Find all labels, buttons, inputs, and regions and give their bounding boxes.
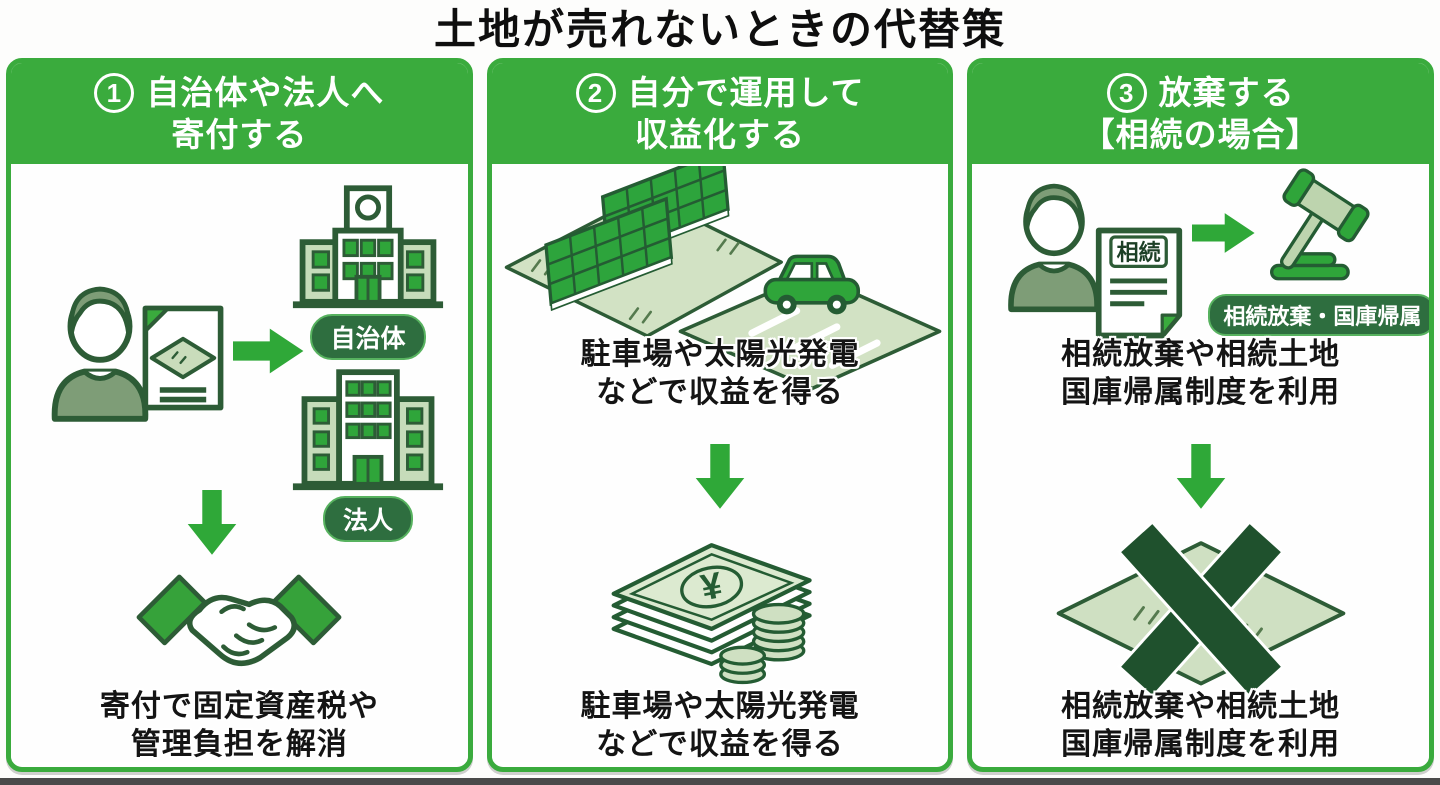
person-icon [998,172,1110,314]
circled-number-3: 3 [1106,72,1147,113]
panel-abandon-mid-caption: 相続放棄や相続土地 国庫帰属制度を利用 [972,336,1429,412]
corporation-badge-label: 法人 [322,496,413,542]
corporation-badge: 法人 [291,496,445,542]
panel-donate-title-line2: 寄付する [171,115,308,153]
panel-abandon-body: 相続 [972,164,1430,764]
arrow-down-icon [691,444,749,512]
arrow-right-icon [233,324,305,378]
renounce-badge-label: 相続放棄・国庫帰属 [1208,294,1430,336]
panel-monetize-title-line2: 収益化する [635,115,805,153]
panel-monetize-header: 2 自分で運用して 収益化する [491,63,949,164]
crossed-out-land-icon [1045,508,1357,708]
panel-donate-caption-line1: 寄付で固定資産税や [99,690,379,723]
page-title: 土地が売れないときの代替策 [433,6,1006,53]
parking-car-icon [676,242,944,394]
corporate-building-icon [291,364,445,492]
panel-monetize-mid-caption-line1: 駐車場や太陽光発電 [580,338,860,371]
panel-abandon-mid-caption-line2: 国庫帰属制度を利用 [1061,376,1341,409]
columns-container: 1 自治体や法人へ 寄付する [0,58,1440,772]
panel-donate: 1 自治体や法人へ 寄付する [6,58,473,772]
panel-monetize-caption-line1: 駐車場や太陽光発電 [580,690,860,723]
inheritance-doc-label: 相続 [1117,240,1161,265]
gavel-icon [1260,164,1418,292]
panel-abandon-caption-line2: 国庫帰属制度を利用 [1061,728,1341,761]
inheritance-document-icon: 相続 [1092,224,1186,342]
panel-monetize-caption-line2: などで収益を得る [596,728,844,761]
panel-donate-body: 自治体 [11,164,468,762]
arrow-down-icon [1172,444,1230,512]
bottom-edge-strip [0,778,1440,785]
municipality-badge: 自治体 [291,314,445,360]
panel-monetize-header-line2: 収益化する [635,115,805,155]
panel-monetize-mid-caption-line2: などで収益を得る [596,376,844,409]
panel-donate-header-line1: 1 自治体や法人へ [94,72,385,113]
renounce-badge: 相続放棄・国庫帰属 [1208,294,1430,336]
land-deed-document-icon [139,302,227,414]
panel-monetize-title-line1: 自分で運用して [627,73,865,111]
solar-panel-icon [500,166,786,342]
panel-abandon-mid-caption-line1: 相続放棄や相続土地 [1061,338,1341,371]
circled-number-2: 2 [575,72,616,113]
panel-monetize-mid-caption: 駐車場や太陽光発電 などで収益を得る [492,336,949,412]
municipality-badge-label: 自治体 [310,314,426,360]
panel-abandon-title-line1: 放棄する [1158,73,1295,111]
panel-abandon-header-line1: 3 放棄する [1106,72,1295,113]
arrow-right-icon [1192,208,1256,258]
panel-monetize-caption: 駐車場や太陽光発電 などで収益を得る [492,688,949,764]
panel-abandon-header-line2: 【相続の場合】 [1082,115,1320,155]
panel-donate-title-line1: 自治体や法人へ [146,73,385,111]
arrow-down-icon [183,490,241,558]
panel-donate-caption-line2: 管理負担を解消 [130,728,348,761]
panel-abandon-caption-line1: 相続放棄や相続土地 [1061,690,1341,723]
panel-donate-header-line2: 寄付する [171,115,307,155]
panel-abandon: 3 放棄する 【相続の場合】 [967,58,1435,772]
panel-abandon-header: 3 放棄する 【相続の場合】 [972,63,1430,164]
panel-donate-caption: 寄付で固定資産税や 管理負担を解消 [11,688,468,764]
panel-donate-header: 1 自治体や法人へ 寄付する [11,63,468,164]
municipal-building-icon [291,182,445,310]
circled-number-1: 1 [94,72,135,113]
money-icon: ¥ [598,510,842,690]
panel-monetize-body: 駐車場や太陽光発電 などで収益を得る ¥ [491,164,949,764]
panel-abandon-title-line2: 【相続の場合】 [1081,115,1320,153]
panel-abandon-caption: 相続放棄や相続土地 国庫帰属制度を利用 [972,688,1429,764]
handshake-icon [131,564,347,688]
person-icon [41,274,159,424]
panel-monetize-header-line1: 2 自分で運用して [575,72,865,113]
panel-monetize: 2 自分で運用して 収益化する [486,58,954,772]
